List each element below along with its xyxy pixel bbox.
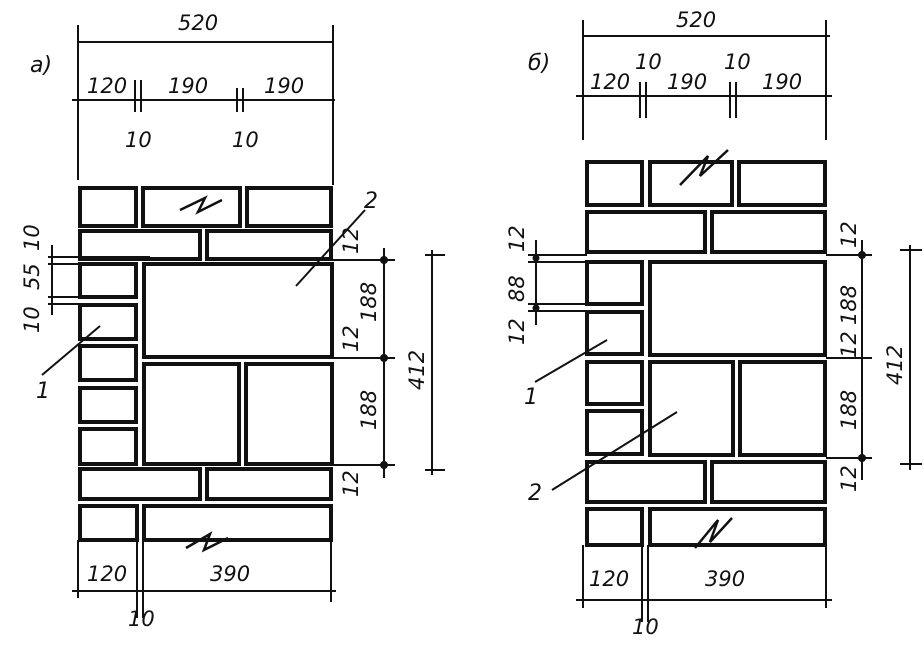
panel-a-right-small-2: 12 <box>339 325 363 352</box>
panel-a-left-dim-3: 10 <box>20 306 44 333</box>
panel-a-callout-1: 1 <box>36 379 50 404</box>
panel-a-label: а) <box>30 53 52 78</box>
panel-a-dim-dot <box>380 461 388 469</box>
panel-b-top-seg-3: 190 <box>762 70 802 94</box>
panel-a-dim-dot <box>380 354 388 362</box>
panel-a-top-joint-2: 10 <box>232 128 259 152</box>
panel-a-right-small-3: 12 <box>339 470 363 497</box>
panel-b-callout-1: 1 <box>524 385 538 410</box>
panel-b-right-total: 412 <box>883 345 907 385</box>
panel-a-brick <box>78 344 138 382</box>
panel-a-top-seg-3: 190 <box>264 74 304 98</box>
panel-a: а) 520 120 190 190 10 10 <box>20 11 445 631</box>
panel-b-block <box>738 360 827 457</box>
panel-a-brick <box>78 262 138 299</box>
panel-a-break-mark-bottom <box>185 531 229 553</box>
panel-a-dim-dot <box>380 256 388 264</box>
panel-b-dim-dot <box>858 251 866 259</box>
panel-a-brick <box>78 229 202 261</box>
panel-b-right-mid-1: 188 <box>837 285 861 325</box>
panel-b-bottom-seg-2: 390 <box>705 567 745 591</box>
panel-b-right-mid-2: 188 <box>837 390 861 430</box>
panel-a-bottom-joint: 10 <box>128 607 155 631</box>
panel-a-left-dim-2: 55 <box>20 263 44 290</box>
panel-a-block <box>142 362 241 466</box>
panel-a-top-total: 520 <box>178 11 218 35</box>
panel-b-right-small-2: 12 <box>837 331 861 358</box>
panel-b-right-small-3: 12 <box>837 465 861 492</box>
panel-b-brick <box>585 260 644 306</box>
panel-b-top-seg-1: 120 <box>590 70 630 94</box>
panel-b-callout-1-leader <box>534 339 608 383</box>
panel-b-brick <box>585 460 707 504</box>
panel-b-callout-2-leader <box>551 411 678 491</box>
panel-b-dim-dot <box>858 454 866 462</box>
panel-b-brick <box>710 460 827 504</box>
panel-a-callout-2-leader <box>295 209 366 287</box>
panel-b-callout-2: 2 <box>528 481 542 506</box>
panel-b-brick <box>737 160 827 207</box>
panel-b-top-joint-2: 10 <box>724 50 751 74</box>
panel-a-bottom-seg-2: 390 <box>210 562 250 586</box>
panel-a-brick <box>78 303 138 341</box>
panel-b-dim-dot <box>532 304 540 312</box>
panel-a-brick <box>78 467 202 501</box>
panel-b-top-seg-2: 190 <box>667 70 707 94</box>
panel-b-left-dim-2: 88 <box>505 275 529 302</box>
panel-a-right-mid-2: 188 <box>357 390 381 430</box>
panel-b-brick <box>585 360 644 406</box>
panel-a-brick <box>141 186 242 228</box>
panel-a-left-dim-1: 10 <box>20 224 44 251</box>
panel-b-brick <box>585 160 644 207</box>
panel-b-dim-dot <box>532 254 540 262</box>
panel-a-right-total: 412 <box>405 350 429 390</box>
panel-a-brick <box>78 427 138 466</box>
panel-a-brick <box>205 229 333 261</box>
panel-b-brick <box>585 507 644 547</box>
panel-b-right-small-1: 12 <box>837 221 861 248</box>
panel-a-right-mid-1: 188 <box>357 282 381 322</box>
panel-a-top-seg-1: 120 <box>87 74 127 98</box>
panel-a-brick <box>142 504 333 542</box>
panel-b-label: б) <box>528 51 550 76</box>
panel-b-brick <box>585 409 644 456</box>
panel-b-brick <box>710 210 827 254</box>
panel-b-block <box>648 260 827 357</box>
panel-a-brick <box>245 186 333 228</box>
panel-a-bottom-seg-1: 120 <box>87 562 127 586</box>
panel-b-break-mark-bottom <box>694 517 733 549</box>
panel-b-left-dim-3: 12 <box>505 318 529 345</box>
panel-a-break-mark-top <box>179 195 223 215</box>
panel-a-callout-2: 2 <box>364 189 378 214</box>
panel-b: б) 520 120 190 190 10 10 <box>505 8 922 639</box>
panel-a-block <box>244 362 334 466</box>
panel-b-break-mark-top <box>679 149 729 186</box>
panel-a-brick <box>78 186 138 228</box>
panel-b-top-joint-1: 10 <box>635 50 662 74</box>
panel-b-brick <box>648 507 827 547</box>
panel-b-bottom-seg-1: 120 <box>589 567 629 591</box>
panel-a-right-small-1: 12 <box>339 227 363 254</box>
panel-b-brick <box>648 160 734 207</box>
panel-a-callout-1-leader <box>41 325 101 376</box>
panel-b-brick <box>585 210 707 254</box>
panel-b-left-dim-1: 12 <box>505 225 529 252</box>
panel-a-brick <box>78 386 138 424</box>
panel-a-top-joint-1: 10 <box>125 128 152 152</box>
panel-b-top-total: 520 <box>676 8 716 32</box>
panel-b-bottom-joint: 10 <box>632 615 659 639</box>
panel-b-block <box>648 360 735 457</box>
panel-a-top-seg-2: 190 <box>168 74 208 98</box>
panel-a-brick <box>205 467 333 501</box>
panel-a-brick <box>78 504 139 542</box>
